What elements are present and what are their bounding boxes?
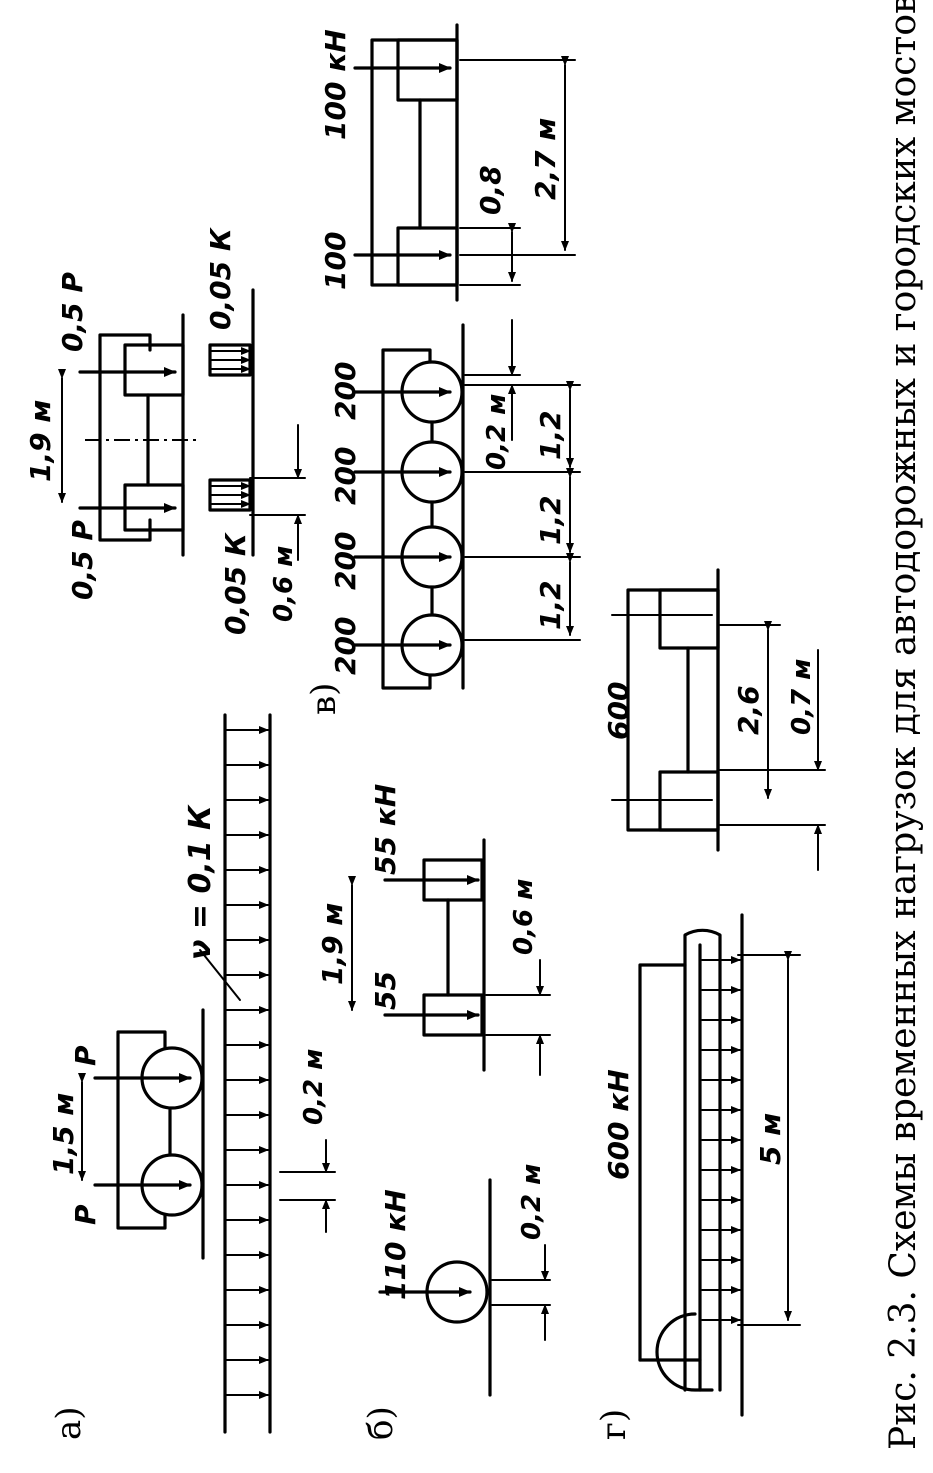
panel-label-g: г) (594, 1409, 634, 1440)
track-width-label: 0,8 (474, 165, 507, 215)
axle-spacing-label: 1,5 м (47, 1093, 80, 1175)
axle-spacing-label: 1,9 м (316, 903, 349, 985)
panel-label-v: в) (304, 683, 344, 715)
panel-g-track: 600 2,6 0,7 м (602, 568, 826, 871)
panel-v-wheels: в) 200 200 200 200 1,2 1,2 1,2 0,2 м (304, 319, 581, 715)
panel-g-crawler: г) 600 кН 5 м (594, 913, 801, 1440)
spacing-1-label: 1,2 (534, 580, 567, 630)
panel-label-b: б) (361, 1406, 401, 1440)
distributed-load-label: ν = 0,1 К (183, 804, 218, 960)
track-width-label: 0,7 м (787, 659, 817, 735)
strip-load-left-label: 0,05 К (219, 531, 252, 635)
load-left-label: 100 (319, 232, 352, 290)
spacing-3-label: 1,2 (534, 410, 567, 460)
panel-b: б) 110 кН 0,2 м 55 55 кН 1,9 м 0,6 м (316, 784, 551, 1440)
wheel-load-2-label: 200 (329, 532, 362, 590)
wheel-width-label: 0,6 м (509, 879, 539, 955)
single-wheel-load-label: 110 кН (379, 1189, 412, 1300)
single-wheel-width-label: 0,2 м (517, 1164, 547, 1240)
axle-spacing-label: 2,7 м (529, 118, 562, 200)
load-label-p-right: Р (69, 1045, 102, 1066)
figure-caption: Рис. 2.3. Схемы временных нагрузок для а… (883, 0, 924, 1450)
load-label-p-left: Р (69, 1204, 102, 1225)
panel-a-strips: 1,9 м 0,5 Р 0,5 Р 0,05 К 0,05 К 0,6 м (24, 226, 306, 635)
wheel-load-3-label: 200 (329, 447, 362, 505)
axle-spacing-label: 2,6 (732, 685, 765, 735)
wheel-width-label: 0,2 м (482, 394, 512, 470)
panel-v-track: 100 100 кН 0,8 2,7 м (319, 23, 576, 302)
wheel-load-4-label: 200 (329, 362, 362, 420)
track-load-label: 600 (602, 682, 635, 740)
crawler-load-label: 600 кН (602, 1069, 635, 1180)
wheel-load-right-label: 0,5 Р (56, 272, 89, 352)
axle-spacing-label: 1,9 м (24, 400, 57, 482)
strip-width-label: 0,6 м (269, 546, 299, 622)
wheel-load-left-label: 0,5 Р (66, 520, 99, 600)
strip-load-right-label: 0,05 К (204, 226, 237, 330)
spacing-2-label: 1,2 (534, 495, 567, 545)
crawler-load-arrows (701, 956, 741, 1324)
load-right-label: 100 кН (319, 29, 352, 140)
crawler-length-label: 5 м (754, 1113, 787, 1165)
distributed-load-arrows (225, 726, 269, 1399)
load-right-label: 55 кН (369, 784, 402, 875)
panel-a: а) Р Р 1,5 м ν = 0,1 К 0,2 м (47, 713, 336, 1440)
wheel-width-label: 0,2 м (299, 1049, 329, 1125)
load-left-label: 55 (369, 971, 402, 1010)
wheel-load-1-label: 200 (329, 617, 362, 675)
panel-label-a: а) (49, 1406, 89, 1440)
